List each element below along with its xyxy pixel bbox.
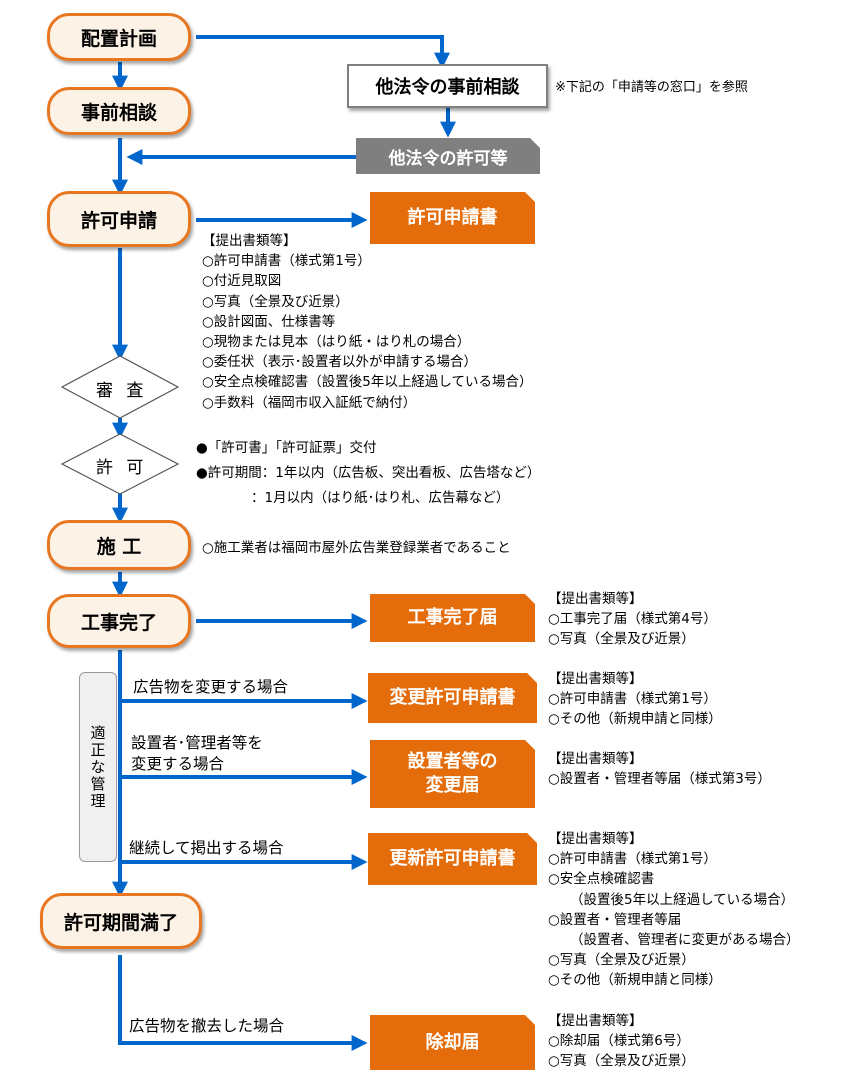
step-construction-complete: 工事完了	[47, 594, 191, 648]
permit-info-line: ●許可期間：1年以内（広告板、突出看板、広告塔など）	[196, 465, 541, 481]
other-law-consultation-box: 他法令の事前相談	[347, 64, 548, 108]
doc-item: ○写真（全景及び近景）	[548, 952, 695, 969]
form-construction-complete-label: 工事完了届	[407, 607, 498, 628]
doc-item: ○設置者・管理者等届	[548, 911, 682, 928]
doc-item: ○写真（全景及び近景）	[202, 293, 349, 310]
doc-item: （設置者、管理者に変更がある場合）	[570, 932, 800, 949]
other-law-permit-label: 他法令の許可等	[388, 148, 508, 169]
proper-management-label: 適正な管理	[79, 672, 117, 862]
completion-docs-list: 【提出書類等】 ○工事完了届（様式第4号） ○写真（全景及び近景）	[548, 589, 717, 650]
doc-item: ○設計図面、仕様書等	[202, 313, 336, 330]
application-docs-list: 【提出書類等】 ○許可申請書（様式第1号） ○付近見取図 ○写真（全景及び近景）…	[202, 231, 532, 413]
step-permit-label: 許 可	[96, 458, 148, 478]
construction-note: ○施工業者は福岡市屋外広告業登録業者であること	[202, 540, 511, 556]
doc-item: ○付近見取図	[202, 273, 282, 290]
form-change-permit: 変更許可申請書	[368, 673, 537, 723]
doc-item: ○手数料（福岡市収入証紙で納付）	[202, 394, 417, 411]
doc-item: ○工事完了届（様式第4号）	[548, 611, 717, 628]
case-remove: 広告物を撤去した場合	[129, 1017, 285, 1035]
change-docs-list: 【提出書類等】 ○許可申請書（様式第1号） ○その他（新規申請と同様）	[548, 669, 722, 730]
case-setter-change-line1: 設置者･管理者等を	[131, 734, 263, 752]
doc-item: ○その他（新規申請と同様）	[548, 711, 722, 728]
permit-info: ●「許可書」「許可証票」交付 ●許可期間：1年以内（広告板、突出看板、広告塔など…	[196, 436, 540, 511]
setter-change-docs-list: 【提出書類等】 ○設置者・管理者等届（様式第3号）	[548, 749, 771, 789]
doc-item: 【提出書類等】	[548, 671, 643, 687]
doc-item: ○写真（全景及び近景）	[548, 1053, 695, 1070]
doc-item: 【提出書類等】	[202, 233, 297, 249]
review-diamond	[60, 355, 180, 419]
form-removal: 除却届	[370, 1015, 535, 1070]
step-prior-consultation-label: 事前相談	[80, 101, 157, 124]
doc-item: ○安全点検確認書（設置後5年以上経過している場合）	[202, 374, 533, 391]
renewal-docs-list: 【提出書類等】 ○許可申請書（様式第1号） ○安全点検確認書 （設置後5年以上経…	[548, 829, 800, 991]
permit-diamond	[60, 433, 180, 495]
step-permit-application: 許可申請	[47, 191, 191, 247]
doc-item: ○安全点検確認書	[548, 871, 655, 888]
doc-item: 【提出書類等】	[548, 1013, 643, 1029]
case-setter-change: 設置者･管理者等を 変更する場合	[131, 733, 263, 775]
doc-item: 【提出書類等】	[548, 751, 643, 767]
arrow-to-removal-form	[118, 955, 368, 1051]
permit-info-line: ：1月以内（はり紙･はり札、広告幕など）	[251, 490, 510, 506]
doc-item: ○現物または見本（はり紙・はり札の場合）	[202, 334, 471, 351]
case-change-ad: 広告物を変更する場合	[133, 678, 289, 696]
doc-item: ○許可申請書（様式第1号）	[548, 851, 717, 868]
form-renewal-permit: 更新許可申請書	[368, 833, 537, 885]
step-permit-application-label: 許可申請	[80, 209, 157, 232]
case-continue: 継続して掲出する場合	[129, 839, 284, 857]
step-permit-expiry-label: 許可期間満了	[63, 911, 178, 934]
arrow-plan-to-otherlaw	[196, 35, 450, 69]
form-construction-complete: 工事完了届	[370, 594, 535, 642]
doc-item: ○委任状（表示･設置者以外が申請する場合）	[202, 354, 478, 371]
doc-item: ○写真（全景及び近景）	[548, 631, 695, 648]
form-setter-change: 設置者等の 変更届	[370, 740, 535, 808]
step-layout-plan: 配置計画	[47, 13, 191, 61]
step-construction: 施 工	[47, 520, 191, 570]
step-review-label: 審 査	[96, 381, 148, 401]
step-permit-expiry: 許可期間満了	[40, 893, 202, 949]
permit-info-line: ●「許可書」「許可証票」交付	[196, 440, 377, 456]
step-prior-consultation: 事前相談	[47, 87, 191, 135]
step-construction-complete-label: 工事完了	[80, 611, 157, 634]
other-law-permit-box: 他法令の許可等	[356, 138, 540, 174]
other-law-consultation-label: 他法令の事前相談	[375, 77, 520, 98]
doc-item: ○許可申請書（様式第1号）	[202, 253, 371, 270]
form-setter-change-label-line1: 設置者等の	[407, 751, 498, 772]
doc-item: 【提出書類等】	[548, 591, 643, 607]
doc-item: ○その他（新規申請と同様）	[548, 972, 722, 989]
removal-docs-list: 【提出書類等】 ○除却届（様式第6号） ○写真（全景及び近景）	[548, 1011, 695, 1072]
doc-item: 【提出書類等】	[548, 831, 643, 847]
case-setter-change-line2: 変更する場合	[131, 755, 225, 773]
form-permit-application: 許可申請書	[370, 192, 535, 244]
doc-item: ○除却届（様式第6号）	[548, 1033, 690, 1050]
step-layout-plan-label: 配置計画	[80, 27, 157, 50]
other-law-note: ※下記の「申請等の窓口」を参照	[555, 80, 748, 95]
form-change-permit-label: 変更許可申請書	[389, 687, 516, 708]
doc-item: ○許可申請書（様式第1号）	[548, 691, 717, 708]
step-construction-label: 施 工	[96, 535, 142, 558]
doc-item: ○設置者・管理者等届（様式第3号）	[548, 771, 771, 788]
form-removal-label: 除却届	[425, 1031, 480, 1053]
form-renewal-permit-label: 更新許可申請書	[389, 848, 516, 869]
form-permit-application-label: 許可申請書	[407, 207, 498, 228]
form-setter-change-label-line2: 変更届	[425, 775, 480, 796]
doc-item: （設置後5年以上経過している場合）	[570, 891, 795, 908]
